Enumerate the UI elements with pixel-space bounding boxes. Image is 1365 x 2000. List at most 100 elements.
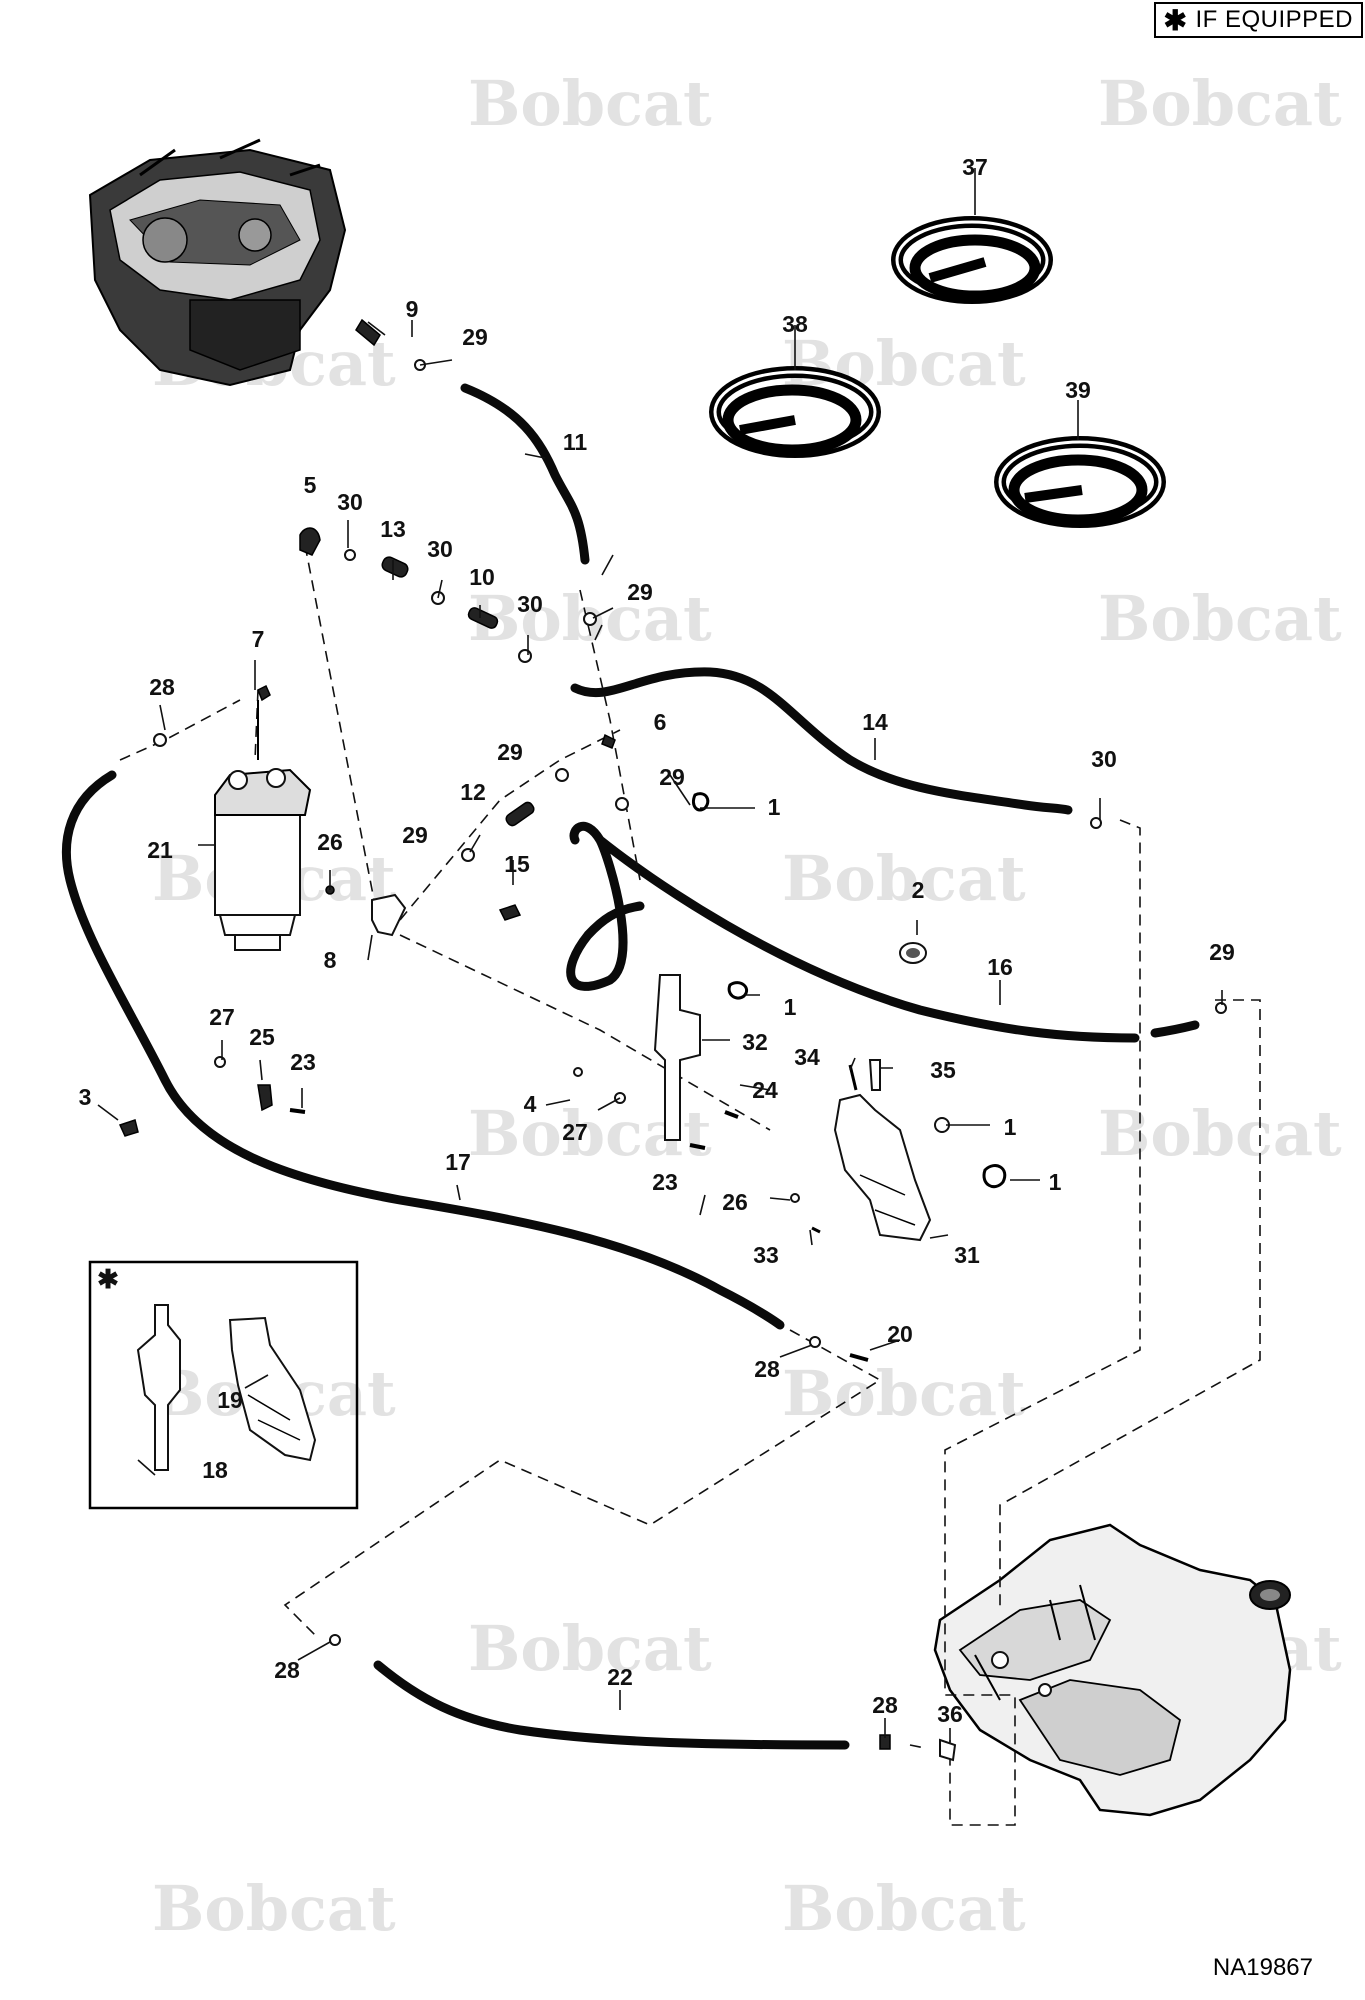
watermark-text: Bobcat [782, 1872, 1026, 1945]
callout-26: 26 [722, 1189, 748, 1215]
callout-29: 29 [1209, 939, 1235, 965]
star-icon: ✱ [1163, 4, 1188, 36]
hoses [61, 383, 1200, 1750]
fuel-filter-21 [214, 700, 312, 951]
callout-18: 18 [202, 1457, 228, 1483]
inset-star-symbol: ✱ [97, 1264, 119, 1294]
clip-25 [257, 1084, 273, 1112]
callout-26: 26 [317, 829, 343, 855]
callout-6: 6 [654, 709, 667, 735]
callout-2: 2 [912, 877, 925, 903]
tee-8 [371, 893, 407, 937]
callout-30: 30 [1091, 746, 1117, 772]
inset-brackets [88, 1260, 359, 1510]
callout-29: 29 [627, 579, 653, 605]
hose-22 [373, 1660, 850, 1750]
tube-coil-38 [709, 366, 881, 458]
callout-23: 23 [290, 1049, 316, 1075]
engine-illustration [88, 138, 347, 387]
callout-20: 20 [887, 1321, 913, 1347]
fuel-tank-illustration [933, 1523, 1292, 1817]
callout-36: 36 [937, 1701, 963, 1727]
callout-34: 34 [794, 1044, 820, 1070]
callout-29: 29 [659, 764, 685, 790]
bolt-35 [868, 1059, 881, 1091]
callout-1: 1 [784, 994, 797, 1020]
callout-29: 29 [402, 822, 428, 848]
callout-11: 11 [563, 429, 588, 455]
callout-22: 22 [607, 1664, 633, 1690]
callout-28: 28 [754, 1356, 780, 1382]
figure-code: NA19867 [1212, 1954, 1313, 1981]
hose-13 [381, 556, 409, 578]
callout-27: 27 [209, 1004, 235, 1030]
hose-14 [570, 667, 1073, 815]
routing-lines [119, 544, 1261, 1826]
watermark-text: Bobcat [782, 842, 1026, 915]
watermark-text: Bobcat [1098, 582, 1342, 655]
callout-13: 13 [380, 516, 406, 542]
inset-frame [88, 1260, 359, 1510]
brackets [653, 974, 932, 1242]
leader-lines [97, 168, 1223, 1742]
bracket-19 [228, 1316, 317, 1462]
callout-27: 27 [562, 1119, 588, 1145]
fitting-6 [601, 733, 616, 749]
callout-31: 31 [954, 1242, 980, 1268]
callout-29: 29 [462, 324, 488, 350]
callout-12: 12 [460, 779, 486, 805]
callout-38: 38 [782, 311, 808, 337]
callout-8: 8 [324, 947, 337, 973]
callout-1: 1 [768, 794, 781, 820]
callout-28: 28 [872, 1692, 898, 1718]
callout-30: 30 [427, 536, 453, 562]
tube-coil-37 [891, 216, 1053, 304]
bracket-18 [136, 1304, 181, 1471]
watermark-text: Bobcat [782, 1357, 1026, 1430]
callout-numbers: 9 29 11 5 30 13 30 10 30 29 7 28 6 14 29… [79, 154, 1235, 1727]
callout-1: 1 [1049, 1169, 1062, 1195]
callout-28: 28 [149, 674, 175, 700]
watermark-text: Bobcat [152, 1872, 396, 1945]
callout-32: 32 [742, 1029, 768, 1055]
fitting-5 [299, 527, 321, 556]
callout-4: 4 [524, 1091, 537, 1117]
hose-16 [566, 821, 1140, 1043]
callout-5: 5 [304, 472, 317, 498]
clamp-1b [727, 981, 749, 1000]
fitting-36 [939, 1738, 957, 1762]
callout-19: 19 [217, 1387, 243, 1413]
hose-12 [505, 801, 535, 827]
watermark-text: Bobcat [468, 1612, 712, 1685]
callout-16: 16 [987, 954, 1013, 980]
callout-25: 25 [249, 1024, 275, 1050]
callout-37: 37 [962, 154, 988, 180]
hose-16b [1150, 1020, 1200, 1038]
fitting-9 [355, 318, 381, 347]
callout-23: 23 [652, 1169, 678, 1195]
callout-10: 10 [469, 564, 495, 590]
fitting-7 [257, 684, 271, 702]
tube-coil-39 [994, 436, 1166, 528]
watermark-text: Bobcat [782, 327, 1026, 400]
hose-10 [467, 607, 499, 629]
watermark-text: Bobcat [468, 67, 712, 140]
callout-33: 33 [753, 1242, 779, 1268]
callout-39: 39 [1065, 377, 1091, 403]
tube-coils [709, 216, 1166, 528]
watermark-layer: Bobcat Bobcat Bobcat Bobcat Bobcat Bobca… [152, 67, 1342, 1945]
callout-21: 21 [147, 837, 173, 863]
hose-17 [61, 770, 785, 1330]
callout-17: 17 [445, 1149, 471, 1175]
if-equipped-text: IF EQUIPPED [1195, 6, 1353, 33]
hose-11 [460, 383, 590, 565]
callout-15: 15 [504, 851, 530, 877]
fitting-3 [118, 1119, 139, 1137]
callout-29: 29 [497, 739, 523, 765]
clamp-1d [982, 1164, 1007, 1189]
clamp-15 [498, 904, 522, 921]
callout-35: 35 [930, 1057, 956, 1083]
callout-3: 3 [79, 1084, 92, 1110]
